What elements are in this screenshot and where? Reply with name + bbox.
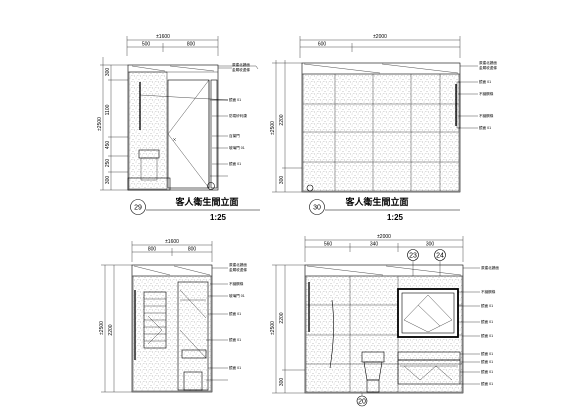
height-dim: 300 — [105, 68, 111, 77]
material-tag: 鏡面 01 — [481, 359, 493, 364]
detail-callout — [434, 249, 446, 261]
view-title: 客人衛生間立面 — [174, 196, 238, 207]
overall-height-dim: ±2500 — [270, 321, 276, 335]
overall-width-dim: ±1600 — [156, 34, 170, 40]
material-tag: 鏡面 01 — [479, 79, 491, 84]
material-tag: 不鏽鋼條 — [481, 289, 496, 294]
overall-height-dim: ±2500 — [97, 117, 103, 131]
material-tag: 玻璃門 01 — [229, 145, 245, 150]
section-callout-marker — [207, 182, 215, 190]
width-dim: 800 — [148, 247, 157, 253]
view-number-circle — [130, 199, 146, 215]
material-tag: 鏡面 01 — [229, 337, 241, 342]
material-tag: 鏡面 01 — [229, 97, 241, 102]
view-scale: 1:25 — [387, 213, 404, 222]
stone-wall-panel — [132, 275, 212, 392]
width-dim: 600 — [318, 42, 327, 48]
material-tag: 鏡面 01 — [229, 311, 241, 316]
material-tag: 原建北牆面 — [479, 60, 497, 65]
elevation-bottom-right: ±2000 560 340 300 23 24 ±2500 2200 300 — [270, 234, 499, 407]
width-dim: 300 — [426, 242, 435, 248]
height-dim: 2200 — [279, 114, 285, 125]
material-tag: 不鏽鋼條 — [479, 91, 494, 96]
view-number-circle — [309, 199, 325, 215]
material-tag: 玻璃門 01 — [229, 293, 245, 298]
material-tag: 鏡面 01 — [481, 369, 493, 374]
view-title: 客人衛生間立面 — [344, 196, 408, 207]
height-dim: 300 — [105, 176, 111, 185]
width-dim: 560 — [324, 242, 333, 248]
wall-outline — [304, 264, 464, 394]
wall-outline — [131, 264, 213, 393]
detail-callout-number: 20 — [358, 399, 366, 406]
detail-callout-number: 23 — [409, 253, 417, 260]
overall-width-dim: ±2000 — [373, 34, 387, 40]
vanity-mirror — [397, 288, 459, 338]
height-dim: 450 — [105, 141, 111, 150]
material-tag: 原建北牆面 — [232, 62, 250, 67]
height-dim: 1100 — [105, 104, 111, 115]
door-swing-lines — [167, 79, 210, 189]
stone-wall-panel — [128, 71, 168, 190]
grab-bar — [329, 299, 334, 369]
material-tag: 不鏽鋼條 — [479, 113, 494, 118]
height-dim: 250 — [105, 159, 111, 168]
detail-callout-number: 24 — [436, 253, 444, 260]
material-tag: 原建北牆面 — [481, 265, 499, 270]
overall-height-dim: ±2500 — [99, 321, 105, 335]
overall-width-dim: ±2000 — [377, 234, 391, 240]
material-tag: 金屬收邊條 — [232, 67, 250, 72]
wall-outline — [127, 64, 219, 191]
height-dim: 300 — [279, 176, 285, 185]
width-dim: 340 — [370, 242, 379, 248]
elevation-29: ±1600 500 800 ±2500 300 1100 450 250 300 — [97, 34, 260, 222]
material-tag: 鏡面 01 — [481, 333, 493, 338]
elevation-bottom-left: ±1600 800 800 ±2500 2200 原建北牆面 金屬收邊條 不鏽鋼… — [99, 239, 247, 393]
material-tag: 不鏽鋼條 — [229, 281, 244, 286]
height-dim: 2200 — [108, 324, 114, 335]
width-dim: 500 — [142, 42, 151, 48]
view-number: 29 — [134, 205, 142, 212]
overall-width-dim: ±1600 — [165, 239, 179, 245]
material-tag: 金屬收邊條 — [229, 267, 247, 272]
material-tag: 鏡面 01 — [481, 351, 493, 356]
material-tag: 百葉門 — [229, 133, 240, 138]
material-tag: 鏡面 01 — [481, 303, 493, 308]
height-dim: 300 — [279, 378, 285, 387]
material-tag: 金屬收邊條 — [479, 65, 497, 70]
material-tag: 原建北牆面 — [229, 262, 247, 267]
material-tag: 鏡面 01 — [229, 161, 241, 166]
width-dim: 800 — [187, 42, 196, 48]
view-scale: 1:25 — [210, 213, 227, 222]
stone-wall-panel — [302, 73, 460, 192]
door-panel — [167, 79, 210, 189]
width-dim: 800 — [188, 247, 197, 253]
material-tag: 鏡面 01 — [229, 365, 241, 370]
detail-callout — [407, 249, 419, 261]
material-tag: 防霉矽利康 — [229, 113, 247, 118]
overall-height-dim: ±2500 — [270, 121, 276, 135]
height-dim: 2200 — [279, 312, 285, 323]
view-number: 30 — [313, 205, 321, 212]
material-tag: 鏡面 01 — [481, 319, 493, 324]
material-tag: 鏡面 01 — [479, 125, 491, 130]
material-tag: 鏡面 01 — [481, 381, 493, 386]
elevation-30: ±2000 600 ±2500 2200 300 原建北牆面 金屬收邊條 鏡面 … — [270, 34, 497, 222]
section-callout-marker — [306, 184, 314, 192]
